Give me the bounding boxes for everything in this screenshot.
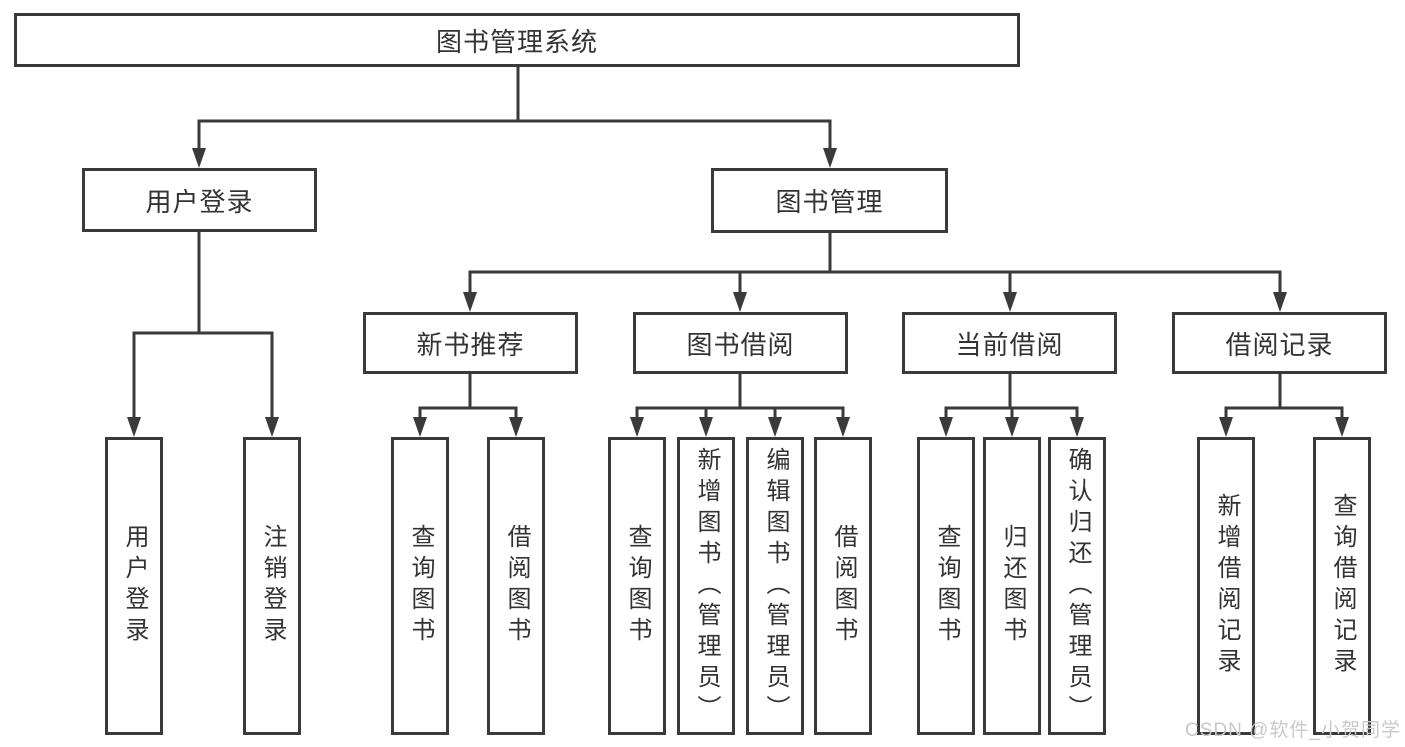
leaf-add-borrow-record: 新增借阅记录 — [1197, 437, 1255, 735]
leaf-label: 用户登录 — [121, 524, 148, 648]
connector-user-login — [127, 230, 279, 437]
leaf-label: 查询图书 — [407, 524, 434, 648]
node-current-borrow: 当前借阅 — [902, 312, 1117, 374]
leaf-borrow-book-newbooks: 借阅图书 — [487, 437, 545, 735]
leaf-label: 归还图书 — [999, 524, 1026, 648]
arrowhead-icon — [939, 417, 953, 437]
leaf-label: 查询图书 — [624, 524, 651, 648]
node-label: 借阅记录 — [1225, 329, 1334, 360]
leaf-add-book-admin: 新增图书（管理员） — [677, 437, 735, 735]
node-label: 图书管理 — [775, 187, 884, 217]
arrowhead-icon — [265, 417, 279, 437]
arrowhead-icon — [768, 417, 782, 437]
node-borrow-records: 借阅记录 — [1172, 312, 1387, 374]
arrowhead-icon — [823, 148, 837, 168]
node-new-books: 新书推荐 — [363, 312, 578, 374]
connector-borrow-records — [1219, 372, 1349, 437]
arrowhead-icon — [1070, 417, 1084, 437]
arrowhead-icon — [699, 417, 713, 437]
connector-root — [192, 65, 837, 168]
arrowhead-icon — [1273, 292, 1287, 312]
leaf-return-book: 归还图书 — [983, 437, 1041, 735]
csdn-watermark: CSDN @软件_小贺同学 — [1185, 720, 1401, 741]
arrowhead-icon — [1219, 417, 1233, 437]
node-book-manage: 图书管理 — [711, 168, 948, 233]
arrowhead-icon — [1335, 417, 1349, 437]
arrowhead-icon — [630, 417, 644, 437]
leaf-label: 查询借阅记录 — [1329, 493, 1356, 679]
leaf-label: 注销登录 — [259, 524, 286, 648]
leaf-search-book-current: 查询图书 — [917, 437, 975, 735]
node-label: 图书管理系统 — [435, 26, 598, 57]
arrowhead-icon — [127, 417, 141, 437]
arrowhead-icon — [509, 417, 523, 437]
arrowhead-icon — [836, 417, 850, 437]
leaf-search-book-newbooks: 查询图书 — [391, 437, 449, 735]
leaf-label: 新增图书（管理员） — [693, 446, 720, 726]
node-label: 用户登录 — [145, 186, 254, 217]
leaf-label: 编辑图书（管理员） — [762, 446, 789, 726]
leaf-borrow-book: 借阅图书 — [814, 437, 872, 735]
arrowhead-icon — [733, 292, 747, 312]
leaf-search-book-borrow: 查询图书 — [608, 437, 666, 735]
arrowhead-icon — [1005, 417, 1019, 437]
node-library-system: 图书管理系统 — [14, 13, 1020, 67]
leaf-edit-book-admin: 编辑图书（管理员） — [746, 437, 804, 735]
arrowhead-icon — [463, 292, 477, 312]
node-label: 当前借阅 — [955, 329, 1064, 360]
leaf-confirm-return-admin: 确认归还（管理员） — [1048, 437, 1106, 735]
leaf-user-login: 用户登录 — [105, 437, 163, 735]
arrowhead-icon — [413, 417, 427, 437]
node-user-login: 用户登录 — [82, 168, 317, 232]
connector-book-manage — [463, 231, 1287, 312]
connector-new-books — [413, 372, 523, 437]
leaf-label: 新增借阅记录 — [1213, 493, 1240, 679]
leaf-label: 确认归还（管理员） — [1064, 446, 1091, 726]
leaf-search-borrow-record: 查询借阅记录 — [1313, 437, 1371, 735]
node-label: 图书借阅 — [686, 329, 795, 360]
arrowhead-icon — [1003, 292, 1017, 312]
node-label: 新书推荐 — [416, 329, 525, 360]
node-book-borrow: 图书借阅 — [633, 312, 848, 374]
leaf-label: 查询图书 — [933, 524, 960, 648]
leaf-label: 借阅图书 — [830, 524, 857, 648]
connector-current-borrow — [939, 372, 1084, 437]
leaf-logout: 注销登录 — [243, 437, 301, 735]
arrowhead-icon — [192, 148, 206, 168]
leaf-label: 借阅图书 — [503, 524, 530, 648]
connector-book-borrow — [630, 372, 850, 437]
